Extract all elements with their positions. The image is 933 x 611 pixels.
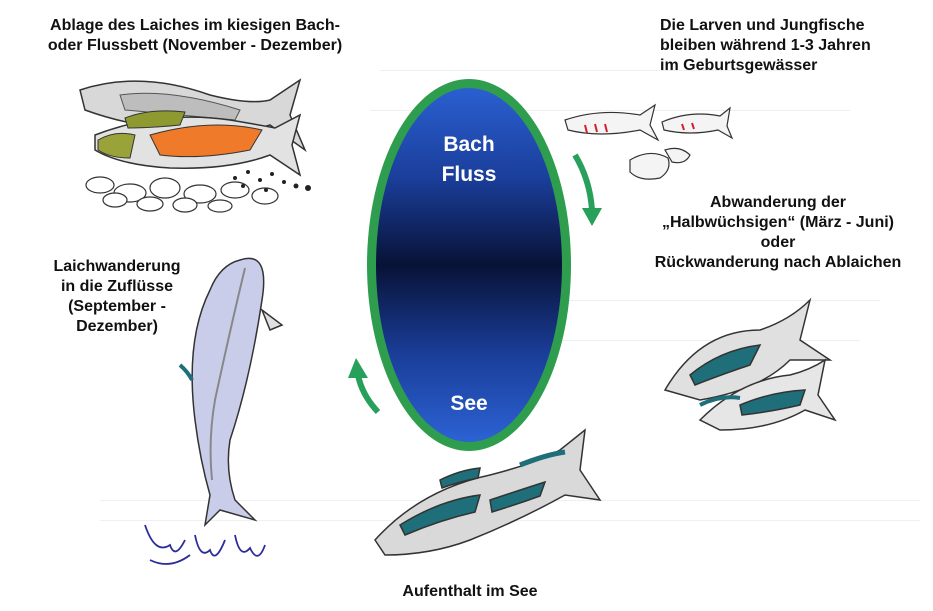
label-line: Laichwanderung [32, 257, 202, 277]
cycle-arrow-up [348, 358, 378, 412]
ellipse-label-fluss: Fluss [419, 160, 519, 190]
label-larvae: Die Larven und Jungfische bleiben währen… [660, 16, 930, 76]
label-line: Abwanderung der [628, 193, 928, 213]
label-line: in die Zuflüsse [32, 277, 202, 297]
label-line: „Halbwüchsigen“ (März - Juni) [628, 213, 928, 233]
label-line: Dezember) [32, 317, 202, 337]
label-line: bleiben während 1-3 Jahren [660, 36, 930, 56]
label-line: Die Larven und Jungfische [660, 16, 930, 36]
larvae-fish-icon [565, 105, 732, 179]
label-spawning-site: Ablage des Laiches im kiesigen Bach- ode… [15, 16, 375, 56]
spawning-fish-pair-icon [80, 80, 305, 175]
gravel-icon [86, 177, 278, 212]
label-line: (September - [32, 297, 202, 317]
ellipse-bottom-label: See [419, 392, 519, 416]
label-spawning-run: Laichwanderung in die Zuflüsse (Septembe… [32, 257, 202, 337]
label-migration-down: Abwanderung der „Halbwüchsigen“ (März - … [628, 193, 928, 273]
label-lake-stay: Aufenthalt im See [360, 582, 580, 602]
ellipse-top-label: Bach Fluss [419, 130, 519, 190]
lake-trout-icon [375, 430, 600, 555]
juvenile-fish-group-icon [665, 300, 835, 430]
label-line: oder [628, 233, 928, 253]
label-line: im Geburtsgewässer [660, 56, 930, 76]
label-line: Rückwanderung nach Ablaichen [628, 253, 928, 273]
label-line: Ablage des Laiches im kiesigen Bach- [15, 16, 375, 36]
label-line: oder Flussbett (November - Dezember) [15, 36, 375, 56]
water-splash-icon [145, 525, 265, 564]
cycle-arrow-down [575, 155, 602, 226]
ellipse-label-bach: Bach [419, 130, 519, 160]
